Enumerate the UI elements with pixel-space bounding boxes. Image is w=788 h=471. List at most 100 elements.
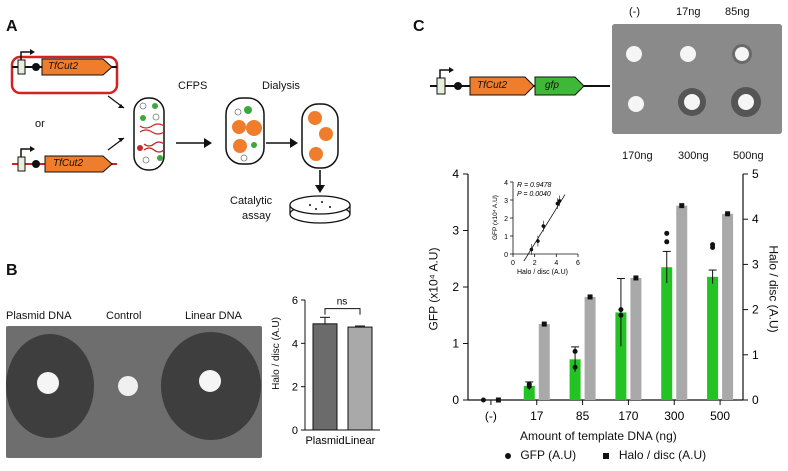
panel-letter-b: B (6, 262, 18, 279)
disc-control (118, 376, 138, 396)
chart-b-ylabel: Halo / disc (A.U) (270, 317, 282, 390)
chart-c-left-tick-label: 0 (452, 393, 459, 407)
chart-b-bar (347, 326, 373, 431)
legend-gfp-label: GFP (A.U) (520, 448, 577, 462)
plate-c-label-17: 17ng (676, 6, 701, 18)
chart-c-category-label: 85 (576, 409, 590, 423)
legend-gfp-marker (505, 452, 511, 459)
plasmid-construct (10, 49, 119, 95)
cfps-label: CFPS (178, 80, 208, 92)
gfp-bar (707, 276, 719, 400)
legend-halo-label: Halo / disc (A.U) (618, 448, 707, 462)
gfp-point (572, 348, 578, 354)
gfp-bar (661, 267, 673, 400)
chart-b-significance-bracket (324, 308, 361, 315)
halo-point (725, 211, 731, 217)
inset-r-label: R = 0.9478 (517, 182, 552, 189)
panel-letter-c: C (413, 18, 425, 35)
halo-assay-plate-b (6, 326, 262, 458)
halo-bar (630, 277, 642, 400)
inset-x-tick-label: 6 (576, 260, 580, 267)
inset-x-tick-label: 2 (533, 260, 537, 267)
chart-c-left-tick-label: 3 (452, 224, 459, 238)
gfp-point (526, 381, 532, 387)
construct-gene-tfcut2: TfCut2 (477, 80, 508, 91)
chart-c-right-tick-label: 3 (752, 257, 759, 271)
gfp-point (618, 312, 624, 318)
disc-linear (199, 370, 221, 392)
chart-b-significance-label: ns (337, 297, 348, 308)
inset-point (555, 201, 560, 206)
chart-c-ylabel-right: Halo / disc (A.U) (766, 245, 781, 333)
chart-b-ytick-label: 6 (292, 295, 298, 307)
inset-y-tick-label: 3 (504, 198, 508, 205)
disc-plasmid (37, 372, 59, 394)
plate-c-label-170: 170ng (622, 150, 653, 162)
chart-c-left-tick-label: 1 (452, 337, 459, 351)
inset-point (529, 247, 534, 252)
chart-c-left-tick-label: 4 (452, 167, 459, 181)
linear-construct (12, 146, 117, 173)
legend-halo-marker (603, 452, 610, 459)
inset-point (557, 199, 562, 203)
chart-c-ylabel-left: GFP (x10⁴ A.U) (426, 247, 441, 331)
chart-c-category-label: 500 (710, 409, 730, 423)
chart-c-category-label: 17 (530, 409, 544, 423)
chart-c-right-tick-label: 0 (752, 393, 759, 407)
or-label: or (35, 118, 45, 130)
gfp-point (480, 397, 486, 403)
chart-c-right-tick-label: 1 (752, 348, 759, 362)
inset-y-tick-label: 2 (504, 216, 508, 223)
gfp-point (664, 239, 670, 245)
halo-bar (722, 213, 734, 400)
linear-gene-label: TfCut2 (53, 158, 84, 169)
plate-c-label-300: 300ng (678, 150, 709, 162)
inset-y-tick-label: 4 (504, 180, 508, 187)
petri-dish (289, 195, 351, 224)
chart-c-category-label: 300 (664, 409, 684, 423)
inset-y-label: GFP (x10⁴ A.U) (492, 195, 499, 240)
gfp-point (710, 242, 716, 248)
plate-c-label-neg: (-) (629, 6, 640, 18)
chart-b-ytick-label: 4 (292, 338, 298, 350)
catalytic-assay-label-1: Catalytic (230, 195, 273, 207)
chart-b-category-label: Linear (345, 435, 376, 447)
gfp-bar (523, 385, 535, 400)
cfps-tube (133, 97, 165, 171)
chart-c-legend: GFP (A.U) Halo / disc (A.U) (505, 448, 706, 462)
halo-point (633, 275, 639, 281)
plate-label-control: Control (106, 310, 142, 322)
chart-c-left-tick-label: 2 (452, 280, 459, 294)
plate-label-linear: Linear DNA (185, 310, 242, 322)
chart-c-category-label: (-) (485, 409, 497, 423)
inset-x-tick-label: 0 (511, 260, 515, 267)
halo-point (587, 294, 593, 300)
plasmid-gene-label: TfCut2 (48, 61, 79, 72)
gfp-bar (615, 312, 627, 400)
chart-c-right-tick-label: 5 (752, 167, 759, 181)
chart-b-ytick-label: 0 (292, 425, 298, 437)
halo-assay-plate-c (612, 24, 782, 134)
chart-b-category-label: Plasmid (305, 435, 344, 447)
gfp-construct (430, 67, 610, 96)
chart-b-ytick-label: 2 (292, 382, 298, 394)
halo-bar (584, 296, 596, 400)
inset-point (536, 239, 540, 243)
inset-point (541, 224, 546, 228)
dialysis-label: Dialysis (262, 80, 300, 92)
chart-b-bar (312, 323, 338, 431)
construct-gene-gfp: gfp (545, 80, 559, 91)
chart-c-right-tick-label: 4 (752, 212, 759, 226)
plate-c-label-85: 85ng (725, 6, 750, 18)
inset-p-label: P = 0.0040 (517, 191, 551, 198)
inset-y-tick-label: 1 (504, 234, 508, 241)
dialysis-input-tube (225, 97, 265, 165)
halo-bar (676, 205, 688, 400)
plate-c-label-500: 500ng (733, 150, 764, 162)
gfp-point (664, 230, 670, 236)
inset-x-tick-label: 4 (554, 260, 558, 267)
panel-letter-a: A (6, 18, 18, 35)
gfp-point (572, 364, 578, 370)
halo-point (679, 203, 685, 209)
